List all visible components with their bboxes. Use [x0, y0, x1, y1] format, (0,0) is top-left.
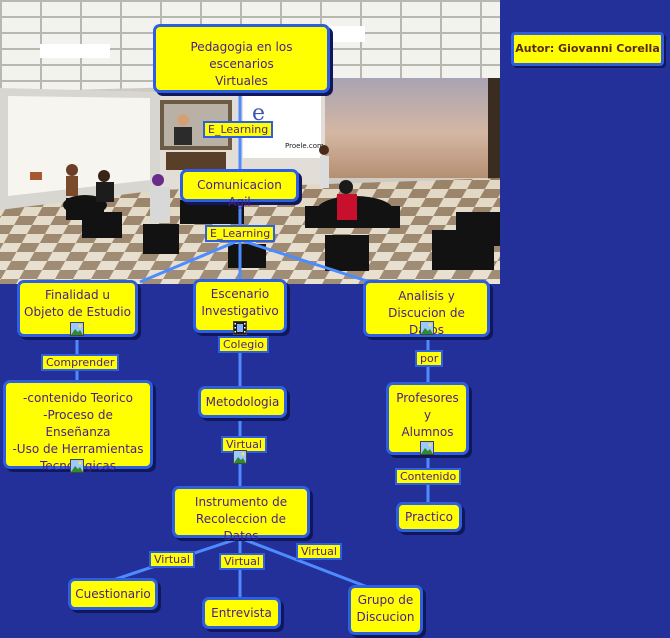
- link-label-virtual-3[interactable]: Virtual: [219, 553, 265, 570]
- node-label: Cuestionario: [75, 587, 151, 601]
- node-metodologia[interactable]: Metodologia: [198, 386, 287, 418]
- link-label-virtual-1[interactable]: Virtual: [221, 436, 267, 453]
- image-resource-icon[interactable]: [70, 459, 84, 473]
- node-label: Practico: [405, 510, 453, 524]
- node-pedagogia-root[interactable]: Pedagogia en los escenarios Virtuales: [153, 24, 330, 93]
- link-label-virtual-4[interactable]: Virtual: [296, 543, 342, 560]
- link-label-elearning-2[interactable]: E_Learning: [205, 225, 276, 242]
- node-practico[interactable]: Practico: [396, 502, 462, 532]
- node-label: Analisis y Discucion de Datos: [388, 289, 465, 337]
- node-label: Profesores y Alumnos: [396, 391, 459, 439]
- screen-brand-text: Proele.com: [285, 142, 324, 150]
- video-resource-icon[interactable]: [233, 321, 247, 335]
- link-label-virtual-2[interactable]: Virtual: [149, 551, 195, 568]
- node-label: Instrumento de Recoleccion de Datos: [194, 495, 288, 543]
- node-label: Metodologia: [205, 395, 280, 409]
- image-resource-icon[interactable]: [233, 450, 247, 464]
- link-label-comprender[interactable]: Comprender: [41, 354, 120, 371]
- link-label-colegio[interactable]: Colegio: [218, 336, 270, 353]
- author-label: Autor: Giovanni Corella: [511, 32, 664, 66]
- link-label-contenido[interactable]: Contenido: [395, 468, 462, 485]
- node-grupo-discucion[interactable]: Grupo de Discucion: [348, 585, 423, 635]
- image-resource-icon[interactable]: [420, 321, 434, 335]
- node-label: Pedagogia en los escenarios Virtuales: [190, 40, 293, 88]
- link-label-elearning-1[interactable]: E_Learning: [203, 121, 274, 138]
- image-resource-icon[interactable]: [70, 322, 84, 336]
- node-instrumento[interactable]: Instrumento de Recoleccion de Datos: [172, 486, 310, 543]
- node-label: Finalidad u Objeto de Estudio: [24, 288, 131, 319]
- svg-text:e: e: [252, 101, 265, 126]
- image-resource-icon[interactable]: [420, 441, 434, 455]
- node-contenido-teorico[interactable]: -contenido Teorico -Proceso de Enseñanza…: [3, 380, 153, 473]
- node-label: Grupo de Discucion: [356, 593, 415, 624]
- node-label: Entrevista: [211, 606, 272, 620]
- node-cuestionario[interactable]: Cuestionario: [68, 578, 158, 610]
- link-label-por[interactable]: por: [415, 350, 444, 367]
- node-label: -contenido Teorico -Proceso de Enseñanza…: [12, 391, 144, 473]
- node-label: Comunicacion Agil: [197, 178, 282, 209]
- node-comunicacion-agil[interactable]: Comunicacion Agil: [180, 169, 299, 209]
- node-label: Escenario Investigativo: [201, 287, 279, 318]
- node-entrevista[interactable]: Entrevista: [202, 597, 281, 629]
